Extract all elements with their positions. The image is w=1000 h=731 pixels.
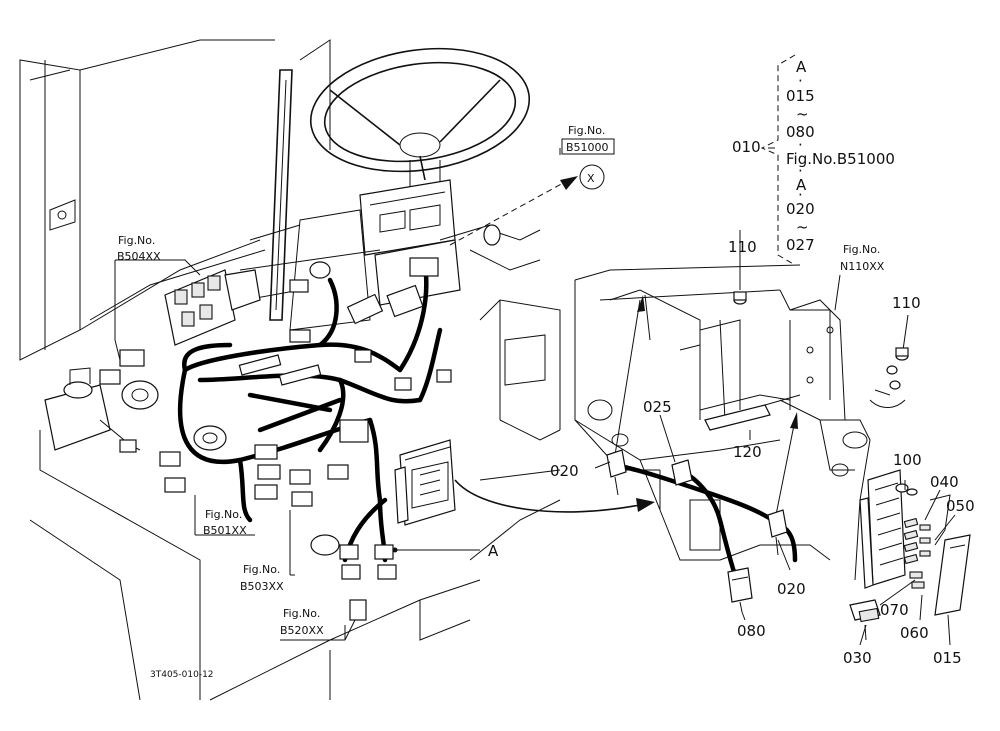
bracket-line: 020 [786,200,815,218]
frame-bracket [574,264,871,581]
control-unit-box [394,439,456,526]
part-020-right: 020 [777,580,806,598]
fig-b520-label-bottom: B520XX [280,624,324,637]
bracket-ref-010: 010 [732,138,761,156]
fig-b503-label-bottom: B503XX [240,580,284,593]
part-015: 015 [933,649,962,667]
part-030: 030 [843,649,872,667]
bracket-line: ~ [796,105,809,123]
bracket-line: Fig.No.B51000 [786,150,895,168]
bracket-line: · [798,72,803,90]
part-050: 050 [946,497,975,515]
point-a-label: A [488,542,499,560]
fig-n110-label-bottom: N110XX [840,260,885,273]
part-080: 080 [737,622,766,640]
part-040: 040 [930,473,959,491]
relay-block [164,269,261,346]
bracket-line: A [796,176,807,194]
connector-080 [727,567,753,613]
bracket-line: · [798,186,803,204]
fig-n110-label-top: Fig.No. [843,243,880,256]
fig-b504-label-top: Fig.No. [118,234,155,247]
fuse-cover-015 [934,534,971,616]
bracket-list: A · 015 ~ 080 · Fig.No.B51000 · A · 020 … [786,58,895,254]
switch-030 [849,599,881,641]
part-100: 100 [893,451,922,469]
arrow-to-detail [454,479,655,513]
bracket-line: ~ [796,218,809,236]
bracket-line: 080 [786,123,815,141]
fig-b51000-label-bottom: B51000 [566,141,609,154]
bracket-010 [760,54,796,266]
throttle-lever [269,69,293,321]
fig-b501-label-bottom: B501XX [203,524,247,537]
part-120-plate [704,394,801,440]
part-060: 060 [900,624,929,642]
sub-wire-harness [606,449,798,578]
bracket-line: A [796,58,807,76]
part-070: 070 [880,601,909,619]
fig-b51000-box [561,138,615,155]
clamp-arrows [614,230,798,521]
left-leaders [114,148,561,641]
drawing-code: 3T405-010-12 [150,670,214,680]
sender-unit [44,349,159,453]
fig-b501-label-top: Fig.No. [205,508,242,521]
fig-b51000-label-top: Fig.No. [568,124,605,137]
part-025: 025 [643,398,672,416]
fig-b504-label-bottom: B504XX [117,250,161,263]
circle-x-label: X [587,172,595,185]
part-120: 120 [733,443,762,461]
fig-b520-label-top: Fig.No. [283,607,320,620]
fig-b503-label-top: Fig.No. [243,563,280,576]
part-020-left: 020 [550,462,579,480]
harness-connectors [159,224,501,621]
steering-wheel [309,47,531,196]
arrow-to-x [449,164,605,246]
bracket-line: 015 [786,87,815,105]
part-110-right: 110 [892,294,921,312]
right-leaders [594,274,956,646]
bracket-line: 027 [786,236,815,254]
screw-110-right [869,314,909,408]
tractor-body-outline [19,39,561,701]
part-110-left: 110 [728,238,757,256]
bracket-line: · [798,136,803,154]
bracket-line: · [798,162,803,180]
